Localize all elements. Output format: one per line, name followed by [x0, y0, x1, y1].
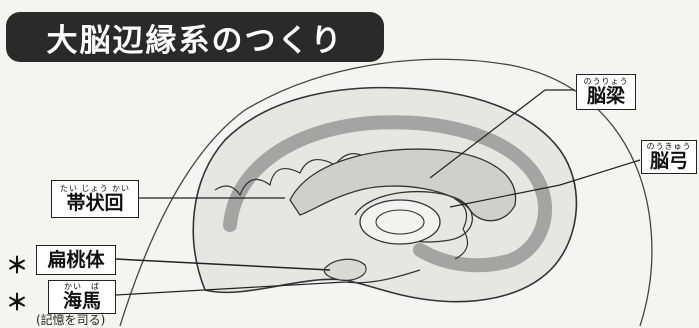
text-fornix: 脳弓	[649, 150, 688, 172]
label-hippocampus: かい ば 海馬	[48, 280, 116, 314]
label-cingulate-gyrus: たい じょう かい 帯状回	[51, 180, 139, 218]
hippocampus-region	[344, 269, 421, 284]
ruby-corpus-callosum: のうりょう	[583, 77, 629, 86]
amygdala-region	[323, 258, 367, 281]
marker-hippocampus: ＊	[6, 291, 29, 316]
text-corpus-callosum: 脳梁	[586, 85, 625, 107]
label-fornix: のうきゅう 脳弓	[641, 140, 697, 174]
corpus-callosum	[289, 148, 517, 222]
leader-kaiba	[115, 281, 346, 296]
skull-outline	[119, 58, 653, 326]
text-amygdala: 扁桃体	[47, 248, 105, 271]
cingulate-gyrus	[223, 115, 552, 273]
brain-outline	[192, 86, 578, 303]
leader-noukyuu	[559, 159, 641, 186]
thalamus	[359, 199, 441, 245]
ruby-hippocampus: かい ば	[64, 282, 100, 291]
ruby-cingulate-gyrus: たい じょう かい	[59, 184, 131, 193]
text-hippocampus: 海馬	[62, 290, 101, 312]
title-banner: 大脳辺縁系のつくり	[6, 12, 384, 62]
text-cingulate-gyrus: 帯状回	[66, 192, 124, 214]
ruby-fornix: のうきゅう	[646, 142, 692, 151]
label-amygdala: 扁桃体	[36, 245, 116, 275]
hippocampus-note: (記憶を司る)	[36, 313, 106, 327]
page-title: 大脳辺縁系のつくり	[46, 22, 344, 59]
leader-hentoutai	[115, 258, 331, 271]
marker-amygdala: ＊	[6, 254, 29, 279]
label-corpus-callosum: のうりょう 脳梁	[576, 74, 636, 110]
